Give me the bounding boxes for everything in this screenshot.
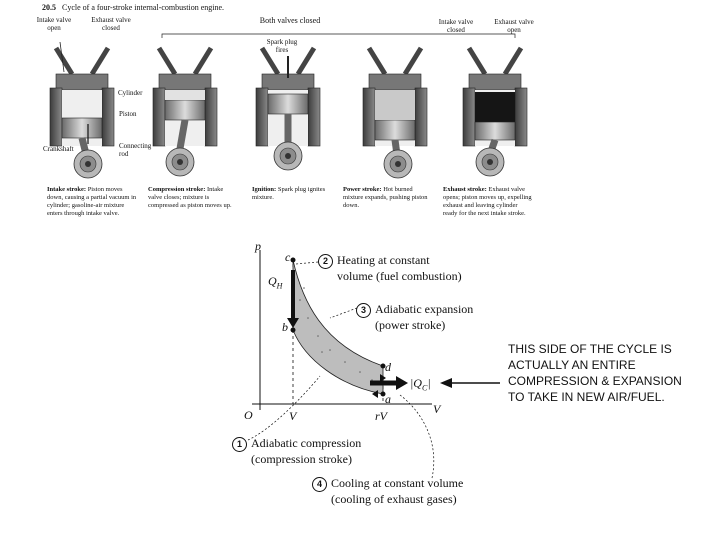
engine-compression-stroke <box>153 48 217 177</box>
qc-sub: C <box>421 383 428 393</box>
caption-intake-stroke: Intake stroke: Piston moves down, causin… <box>47 186 137 218</box>
qc-q: |Q <box>410 376 422 390</box>
label-cylinder: Cylinder <box>118 89 143 97</box>
figure-title: 20.5 Cycle of a four-stroke internal-comb… <box>42 3 224 12</box>
caption-ignition: Ignition: Spark plug ignites mixture. <box>252 186 332 202</box>
caption-title: Intake stroke: <box>47 186 87 193</box>
da-arrow <box>372 390 378 398</box>
label-intake-closed: Intake valve closed <box>438 18 474 34</box>
annotation-1: 1 Adiabatic compression (compression stro… <box>232 436 361 466</box>
annotation-3: 3 Adiabatic expansion (power stroke) <box>356 302 473 332</box>
engine-power-stroke <box>363 48 427 179</box>
annotation-line1: Heating at constant <box>337 253 430 267</box>
label-spark-plug-fires: Spark plug fires <box>266 38 298 54</box>
point-b-marker <box>290 327 296 333</box>
figure-number: 20.5 <box>42 3 56 12</box>
caption-text: Piston moves down, causing a partial vac… <box>47 186 137 217</box>
leader-4 <box>399 394 435 479</box>
point-a-marker <box>380 391 386 397</box>
leader-2 <box>295 261 319 265</box>
engine-ignition <box>256 48 320 171</box>
point-d-marker <box>380 363 386 369</box>
caption-text: Intake valve closes; mixture is compress… <box>148 186 232 209</box>
origin-label: O <box>244 408 253 422</box>
qc-label: |QC| <box>410 376 431 392</box>
annotation-number: 2 <box>318 253 333 269</box>
annotation-number: 1 <box>232 436 247 452</box>
caption-exhaust-stroke: Exhaust stroke: Exhaust valve opens; pis… <box>443 186 533 218</box>
point-d-label: d <box>385 360 391 374</box>
leader-3 <box>329 307 358 319</box>
cycle-area-texture <box>299 287 373 381</box>
caption-text: Exhaust valve opens; piston moves up, ex… <box>443 186 532 217</box>
label-piston: Piston <box>119 110 137 118</box>
label-exhaust-closed: Exhaust valve closed <box>91 16 131 32</box>
qh-sub: H <box>276 281 283 291</box>
p-axis-label: p <box>255 239 261 253</box>
qc-arrow-head <box>396 376 408 390</box>
caption-text: Spark plug ignites mixture. <box>252 186 326 201</box>
qh-arrow-head <box>287 318 299 328</box>
caption-title: Ignition: <box>252 186 277 193</box>
point-a-label: a <box>385 392 391 406</box>
point-c-marker <box>290 257 296 263</box>
qh-label: QH <box>268 274 282 290</box>
label-crankshaft: Crankshaft <box>43 145 74 153</box>
annotation-line2: volume (fuel combustion) <box>337 268 462 283</box>
annotation-line1: Cooling at constant volume <box>331 476 464 490</box>
tick-rv-label: rV <box>375 409 387 423</box>
annotation-4: 4 Cooling at constant volume (cooling of … <box>312 476 463 506</box>
label-connecting-rod: Connecting rod <box>119 142 152 158</box>
caption-power-stroke: Power stroke: Hot burned mixture expands… <box>343 186 433 210</box>
annotation-line1: Adiabatic compression <box>251 436 362 450</box>
point-b-label: b <box>282 320 288 334</box>
annotation-number: 3 <box>356 302 371 318</box>
caption-title: Power stroke: <box>343 186 382 193</box>
engine-intake-stroke <box>50 41 114 179</box>
annotation-line2: (compression stroke) <box>251 451 352 466</box>
annotation-number: 4 <box>312 476 327 492</box>
annotation-line2: (cooling of exhaust gases) <box>331 491 457 506</box>
label-exhaust-open: Exhaust valve open <box>494 18 534 34</box>
cd-arrow <box>380 374 386 382</box>
v-axis-label: V <box>433 402 441 416</box>
qc-end: | <box>427 376 431 390</box>
caption-title: Compression stroke: <box>148 186 206 193</box>
engine-exhaust-stroke <box>463 48 527 177</box>
engine-cycle-illustration <box>30 33 550 179</box>
annotation-2: 2 Heating at constant volume (fuel combus… <box>318 253 462 283</box>
caption-title: Exhaust stroke: <box>443 186 487 193</box>
point-c-label: c <box>285 250 291 264</box>
caption-compression-stroke: Compression stroke: Intake valve closes;… <box>148 186 238 210</box>
annotation-line2: (power stroke) <box>375 317 446 332</box>
leader-1 <box>247 375 321 441</box>
annotation-line1: Adiabatic expansion <box>375 302 474 316</box>
caption-text: Hot burned mixture expands, pushing pist… <box>343 186 428 209</box>
tick-v-label: V <box>289 409 297 423</box>
side-note: THIS SIDE OF THE CYCLE IS ACTUALLY AN EN… <box>508 342 682 404</box>
figure-title-text: Cycle of a four-stroke internal-combusti… <box>62 3 225 12</box>
label-intake-open: Intake valve open <box>36 16 72 32</box>
note-arrow-head <box>440 378 452 388</box>
qh-q: Q <box>268 274 277 288</box>
label-both-closed: Both valves closed <box>259 16 321 25</box>
